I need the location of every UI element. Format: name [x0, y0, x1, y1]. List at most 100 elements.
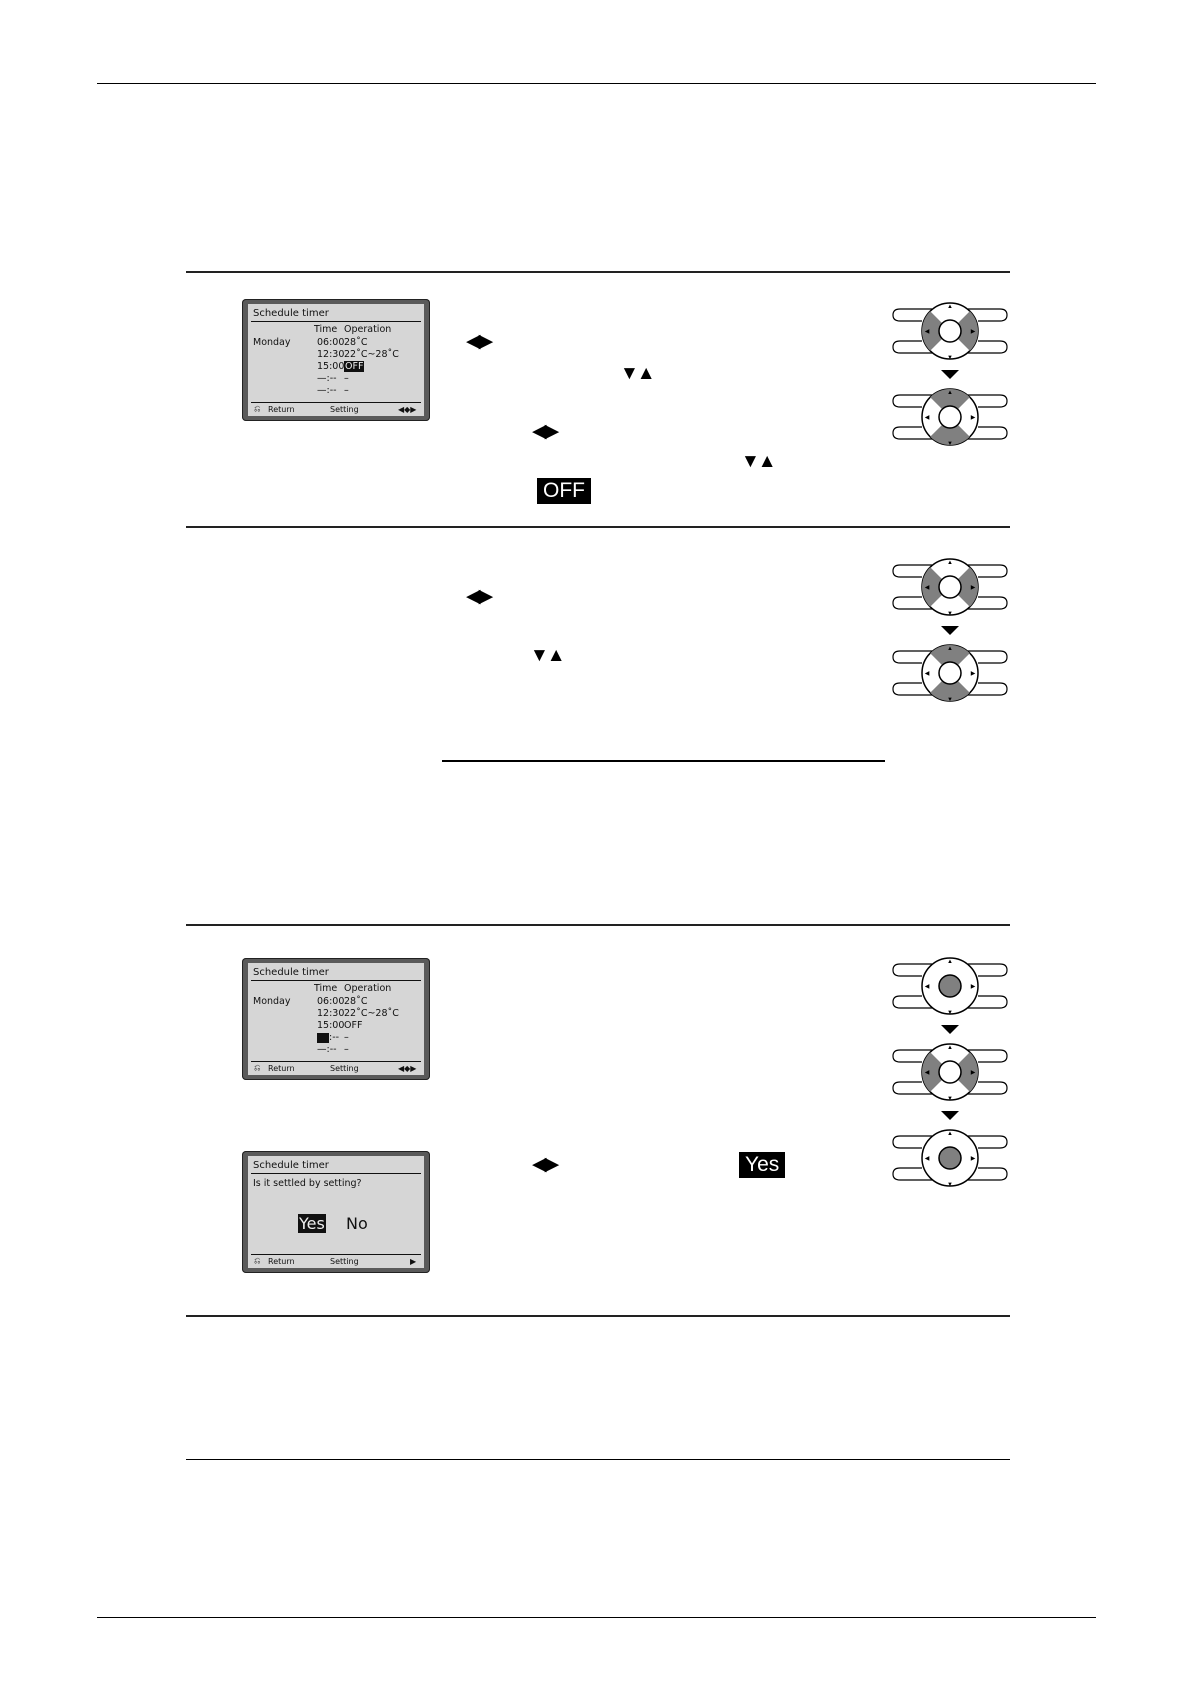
svg-text:▲: ▲	[947, 646, 953, 652]
left-right-arrows-icon: ◀▶	[532, 1154, 559, 1175]
lcd-title: Schedule timer	[253, 1160, 329, 1171]
svg-text:▼: ▼	[947, 441, 953, 447]
lcd-four-way-icon: ◀◆▶	[398, 1064, 417, 1073]
lcd-footer-setting: Setting	[330, 1257, 359, 1266]
lcd-footer-divider	[251, 402, 421, 403]
lcd-col-time: Time	[314, 983, 338, 994]
svg-text:▼: ▼	[947, 1096, 953, 1102]
remote-left-right-pressed: ▲ ▼ ◀ ▶	[892, 558, 1008, 617]
lcd-row-op: 22˚C~28˚C	[344, 1008, 399, 1019]
svg-text:▶: ▶	[971, 329, 976, 335]
svg-text:▼: ▼	[947, 1182, 953, 1188]
lcd-footer-return: Return	[268, 405, 295, 414]
svg-text:▶: ▶	[971, 415, 976, 421]
lcd-row-time: 12:30	[317, 1008, 345, 1019]
section-rule-3	[186, 924, 1010, 926]
svg-text:▲: ▲	[947, 304, 953, 310]
svg-text:◀: ◀	[925, 329, 930, 335]
svg-text:◀: ◀	[925, 671, 930, 677]
lcd-return-icon: ⎌	[254, 1256, 261, 1265]
lcd-screen: Schedule timer Is it settled by setting?…	[248, 1156, 424, 1268]
svg-text:▶: ▶	[971, 1156, 976, 1162]
lcd-row-op: 22˚C~28˚C	[344, 349, 399, 360]
lcd-title-divider	[251, 1173, 421, 1174]
lcd-schedule-timer-2: Schedule timer Time Operation Monday 06:…	[242, 958, 430, 1080]
lcd-col-operation: Operation	[344, 324, 392, 335]
lcd-row-op: –	[344, 1032, 349, 1043]
down-arrow-icon	[941, 1111, 959, 1120]
lcd-footer-setting: Setting	[330, 1064, 359, 1073]
lcd-question: Is it settled by setting?	[253, 1178, 362, 1189]
lcd-schedule-timer-1: Schedule timer Time Operation Monday 06:…	[242, 299, 430, 421]
lcd-row-time: 06:00	[317, 996, 345, 1007]
lcd-title: Schedule timer	[253, 967, 329, 978]
remote-left-right-pressed: ▲ ▼ ◀ ▶	[892, 1043, 1008, 1102]
svg-text:◀: ◀	[925, 585, 930, 591]
footer-rule	[97, 1617, 1096, 1618]
section-rule-2	[186, 526, 1010, 528]
left-right-arrows-icon: ◀▶	[532, 421, 559, 442]
lcd-footer-return: Return	[268, 1257, 295, 1266]
lcd-row-op: 28˚C	[344, 337, 368, 348]
svg-text:▲: ▲	[947, 1045, 953, 1051]
header-rule	[97, 83, 1096, 84]
svg-text:▶: ▶	[971, 984, 976, 990]
left-right-arrows-icon: ◀▶	[466, 331, 493, 352]
lcd-yes-option: Yes	[298, 1214, 326, 1233]
lcd-footer-setting: Setting	[330, 405, 359, 414]
svg-text:▼: ▼	[947, 355, 953, 361]
lcd-row-time: —:--	[317, 385, 340, 396]
lcd-title: Schedule timer	[253, 308, 329, 319]
lcd-cursor-block	[317, 1033, 329, 1043]
svg-text:◀: ◀	[925, 984, 930, 990]
lcd-row-op: 28˚C	[344, 996, 368, 1007]
svg-text:▼: ▼	[947, 1010, 953, 1016]
lcd-right-arrow-icon: ▶	[410, 1257, 417, 1266]
svg-text:◀: ◀	[925, 1156, 930, 1162]
lcd-col-time: Time	[314, 324, 338, 335]
lcd-day: Monday	[253, 337, 291, 348]
down-arrow-icon	[941, 1025, 959, 1034]
lcd-day: Monday	[253, 996, 291, 1007]
lcd-no-option: No	[346, 1214, 368, 1233]
lcd-row-time: 06:00	[317, 337, 345, 348]
lcd-col-operation: Operation	[344, 983, 392, 994]
section-rule-5	[186, 1459, 1010, 1460]
lcd-row-op: –	[344, 1044, 349, 1055]
svg-text:▶: ▶	[971, 585, 976, 591]
svg-text:▲: ▲	[947, 560, 953, 566]
lcd-row-op: –	[344, 385, 349, 396]
lcd-row-time: 15:00	[317, 361, 345, 372]
lcd-row-time: 12:30	[317, 349, 345, 360]
svg-text:▶: ▶	[971, 1070, 976, 1076]
down-up-arrows-icon: ▼▲	[530, 645, 566, 666]
lcd-row-op: –	[344, 373, 349, 384]
lcd-title-divider	[251, 980, 421, 981]
remote-center-pressed: ▲ ▼ ◀ ▶	[892, 1129, 1008, 1188]
svg-text:▼: ▼	[947, 697, 953, 703]
remote-left-right-pressed: ▲ ▼ ◀ ▶	[892, 302, 1008, 361]
svg-text:◀: ◀	[925, 1070, 930, 1076]
lcd-footer-return: Return	[268, 1064, 295, 1073]
down-arrow-icon	[941, 370, 959, 379]
lcd-return-icon: ⎌	[254, 1063, 261, 1072]
section-rule-4	[186, 1315, 1010, 1317]
lcd-row-time: :--	[329, 1032, 343, 1043]
svg-text:▲: ▲	[947, 959, 953, 965]
lcd-four-way-icon: ◀◆▶	[398, 405, 417, 414]
svg-text:▼: ▼	[947, 611, 953, 617]
lcd-confirm-dialog: Schedule timer Is it settled by setting?…	[242, 1151, 430, 1273]
lcd-row-op-selected: OFF	[344, 361, 365, 372]
lcd-footer-divider	[251, 1061, 421, 1062]
svg-text:▲: ▲	[947, 1131, 953, 1137]
remote-up-down-pressed: ▲ ▼ ◀ ▶	[892, 644, 1008, 703]
underline-rule	[442, 760, 885, 762]
yes-label-tag: Yes	[739, 1152, 786, 1178]
lcd-row-time: —:--	[317, 373, 340, 384]
remote-up-down-pressed: ▲ ▼ ◀ ▶	[892, 388, 1008, 447]
lcd-screen: Schedule timer Time Operation Monday 06:…	[248, 304, 424, 416]
lcd-return-icon: ⎌	[254, 404, 261, 413]
left-right-arrows-icon: ◀▶	[466, 586, 493, 607]
lcd-screen: Schedule timer Time Operation Monday 06:…	[248, 963, 424, 1075]
lcd-row-time: 15:00	[317, 1020, 345, 1031]
